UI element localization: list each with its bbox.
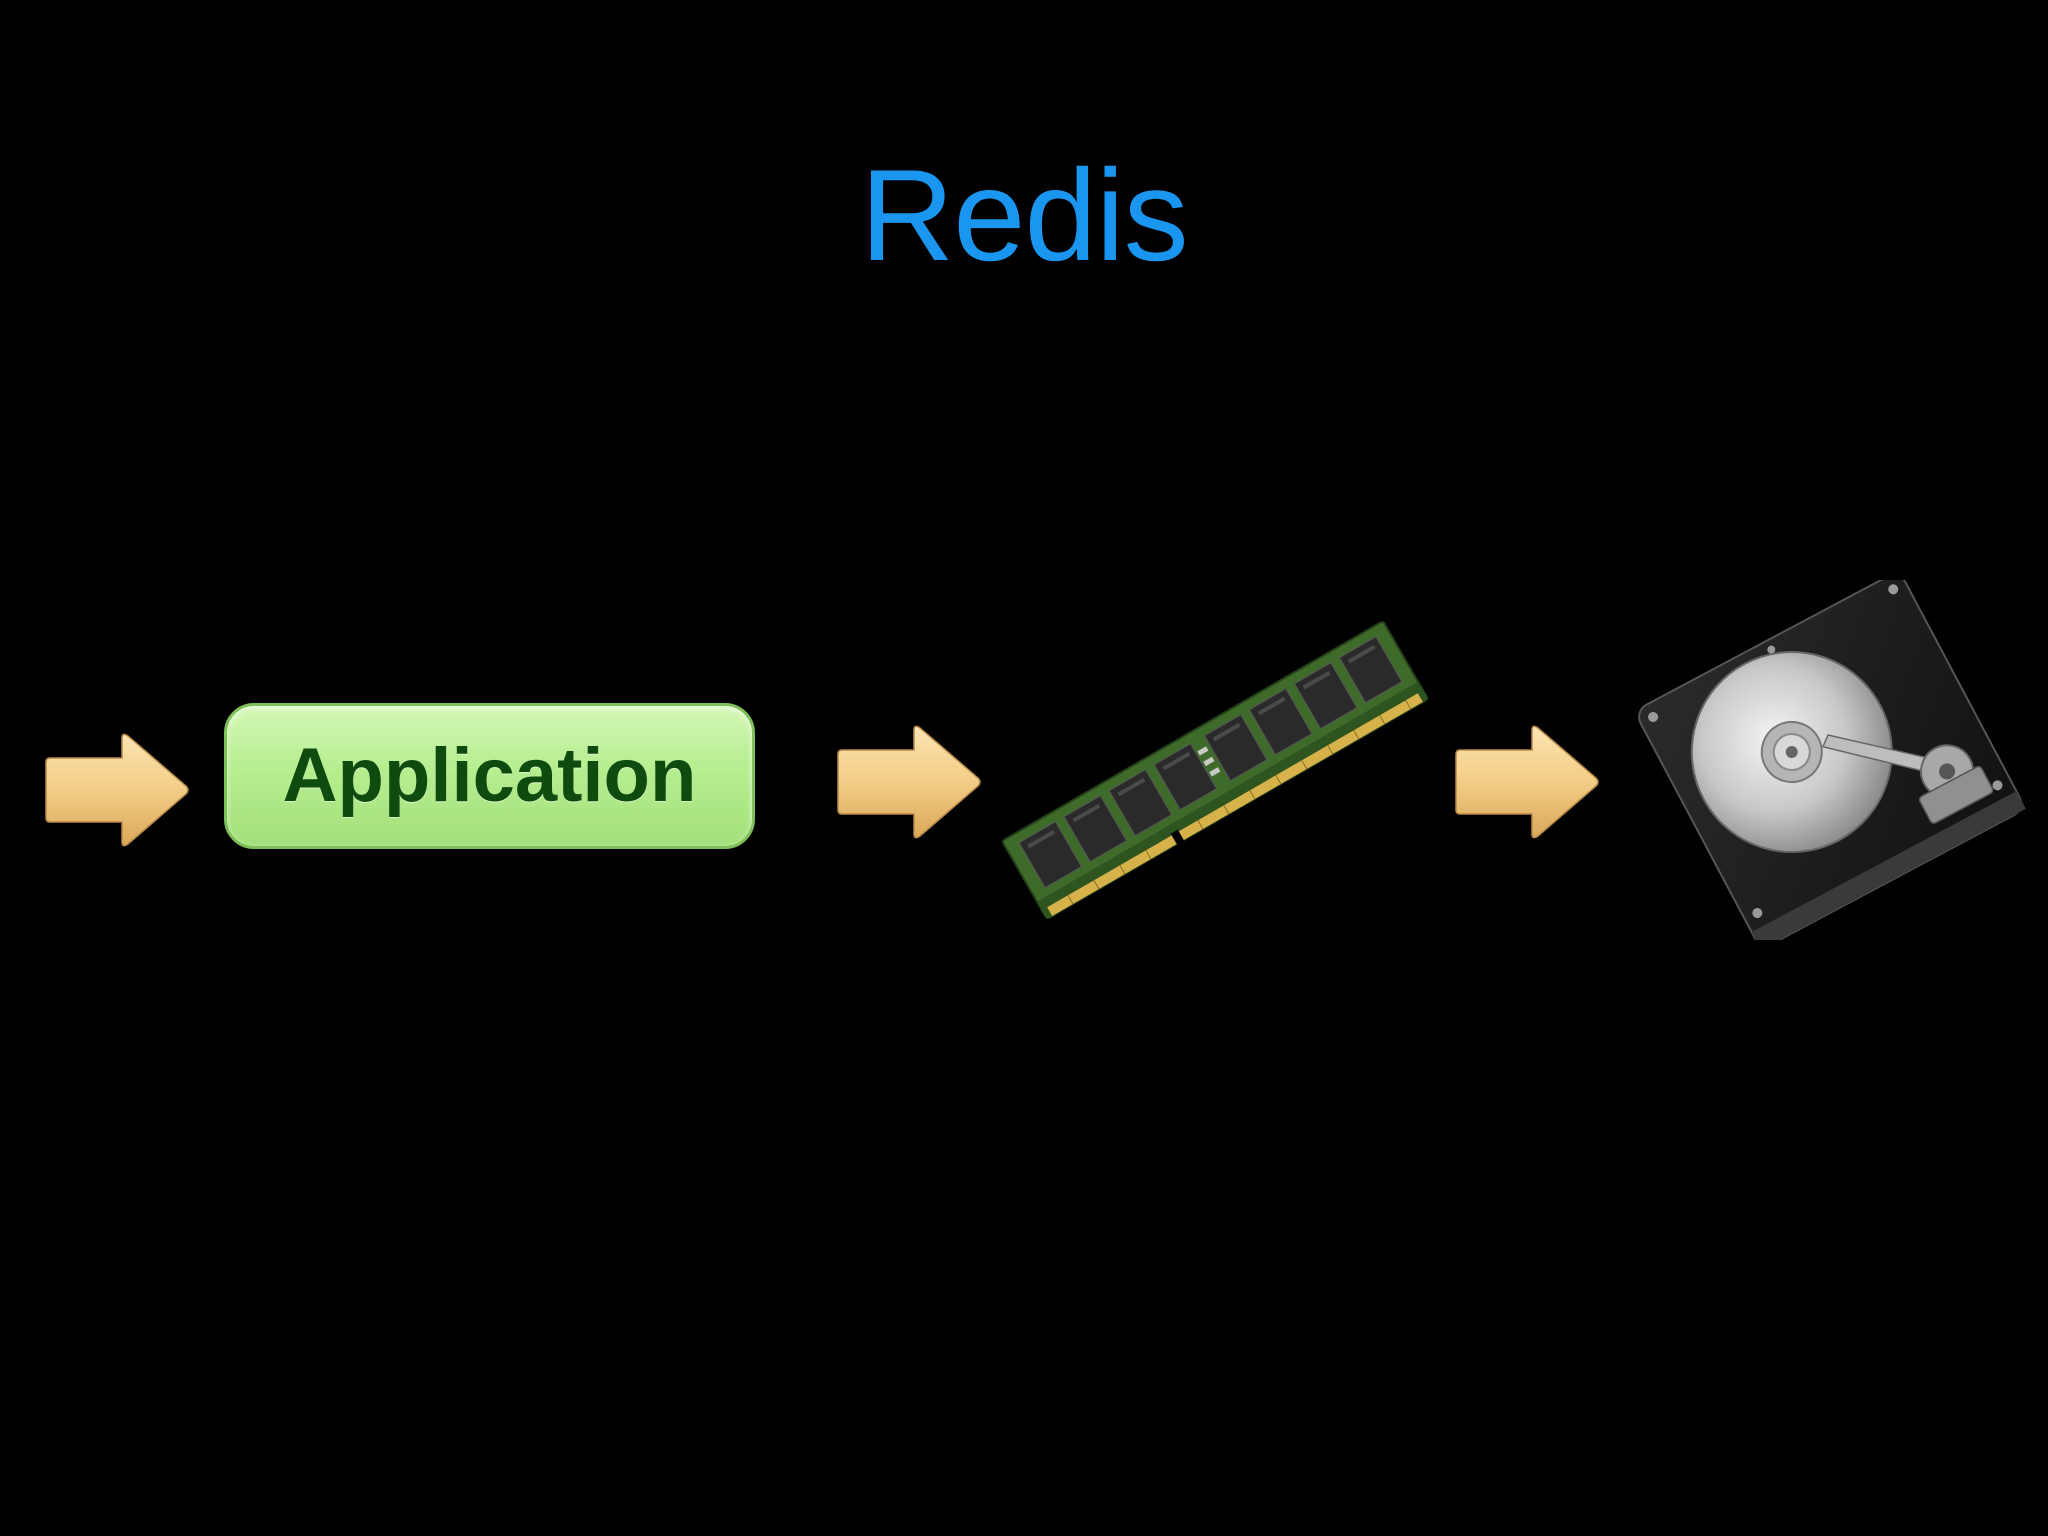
input-arrow-icon <box>45 733 189 847</box>
application-box: Application <box>224 703 755 849</box>
application-label: Application <box>282 733 697 818</box>
arrow-to-disk-icon <box>1455 725 1599 839</box>
slide-title: Redis <box>860 142 1188 288</box>
ram-memory-module-icon <box>1002 621 1429 919</box>
hard-disk-drive-icon <box>1638 580 2026 940</box>
arrow-to-memory-icon <box>837 725 981 839</box>
